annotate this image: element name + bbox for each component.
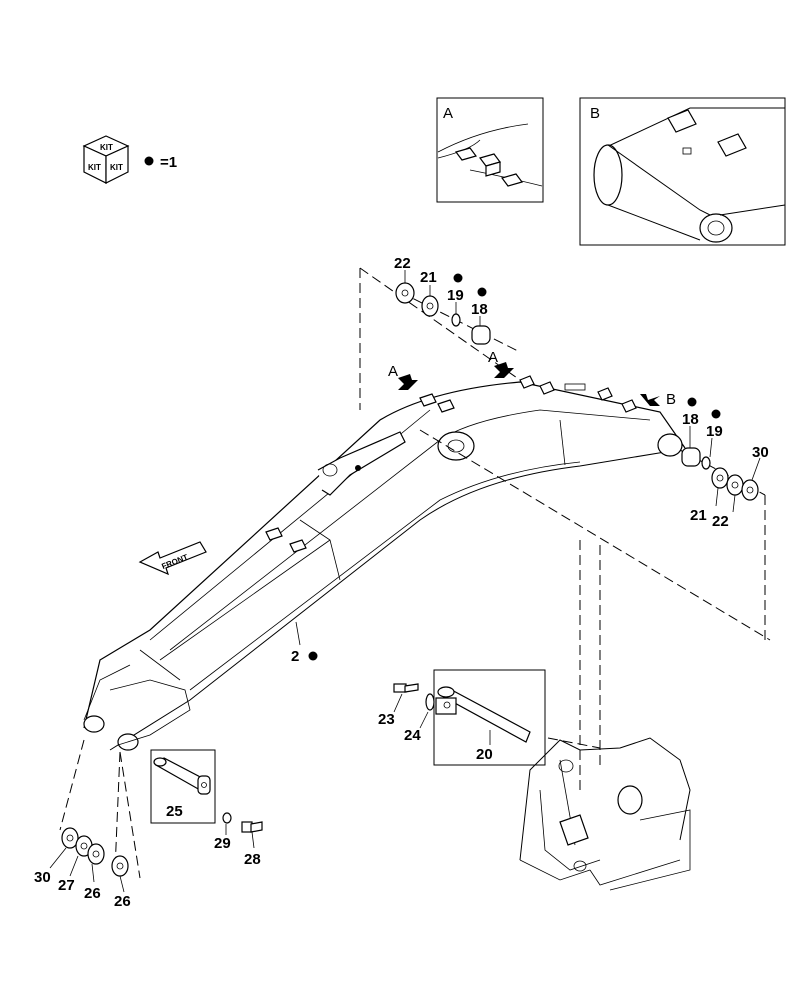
kit-right-text: KIT [110,163,123,172]
kit-top-text: KIT [100,143,113,152]
washer-26-a [87,843,105,865]
kit-dot-marker [144,156,154,166]
callout-26-a: 26 [84,885,101,902]
inset-a-label: A [443,105,453,122]
bolt-28 [241,821,263,833]
callout-22-right: 22 [712,513,729,530]
callout-19-right: 19 [706,423,723,440]
pin-25-plate [197,775,211,795]
callout-19-top: 19 [447,287,464,304]
callout-27: 27 [58,877,75,894]
kit-dot-19-right [711,409,721,419]
callout-2: 2 [291,648,299,665]
callout-29: 29 [214,835,231,852]
callout-leaders [49,270,761,893]
inset-b-label: B [590,105,600,122]
pin-20-shaft [441,687,531,743]
kit-legend: KIT KIT KIT =1 [82,135,177,184]
washer-22-right [726,474,744,496]
callout-22-top: 22 [394,255,411,272]
kit-dot-2 [308,651,318,661]
bushing-18-right [681,447,701,467]
left-pin-parts [61,827,129,877]
front-arrow: FRONT [138,541,207,576]
inset-a: A [436,97,544,203]
washer-22-top [395,282,415,304]
callout-24: 24 [404,727,421,744]
view-arrows: A A B [388,349,676,408]
kit-dot-18-top [477,287,487,297]
callout-25: 25 [166,803,183,820]
pin-25-box [150,749,216,824]
washer-21-top [421,295,439,317]
callout-21-top: 21 [420,269,437,286]
kit-left-text: KIT [88,163,101,172]
washer-30-left [61,827,79,849]
oring-19-right [701,456,711,470]
arrow-a1-label: A [388,363,398,380]
callout-28: 28 [244,851,261,868]
bushing-18-top [471,325,491,345]
arrow-a2-label: A [488,349,498,366]
callout-18-right: 18 [682,411,699,428]
callout-26-b: 26 [114,893,131,910]
washer-24 [425,693,435,711]
pin-20-plate [435,697,457,715]
boom-foot-boss [657,433,683,457]
boom-cylinder-boss [437,431,475,461]
arrow-a2-icon [494,362,514,378]
kit-dot-18-right [687,397,697,407]
callout-20: 20 [476,746,493,763]
boom-tip-left-boss [83,715,105,733]
dashed-leaders [59,267,771,879]
front-arrow-icon [138,541,207,576]
arrow-b-icon [640,394,660,406]
kit-dot-19-top [453,273,463,283]
boom-arm [83,375,686,751]
right-pin-parts [395,282,759,501]
upper-frame [519,737,691,891]
bolt-23-assembly [393,683,435,711]
inset-b: B [579,97,786,246]
washer-30-right [741,479,759,501]
kit-equals-text: =1 [160,154,177,171]
callouts: 22 21 19 18 18 19 30 21 22 2 20 23 24 25… [34,255,769,910]
pin-20-box [433,669,546,766]
callout-21-right: 21 [690,507,707,524]
callout-23: 23 [378,711,395,728]
callout-30-right: 30 [752,444,769,461]
inset-a-brackets [454,147,524,187]
washer-26-b [111,855,129,877]
washer-29 [222,812,232,824]
callout-18-top: 18 [471,301,488,318]
arrow-b-label: B [666,391,676,408]
bolt-23 [393,683,407,693]
arrow-a1-icon [398,374,418,390]
kit-cube-icon: KIT KIT KIT [82,135,130,184]
boom-linkage-bracket [317,431,406,496]
washer-21-right [711,467,729,489]
oring-19-top [451,313,461,327]
callout-30-left: 30 [34,869,51,886]
